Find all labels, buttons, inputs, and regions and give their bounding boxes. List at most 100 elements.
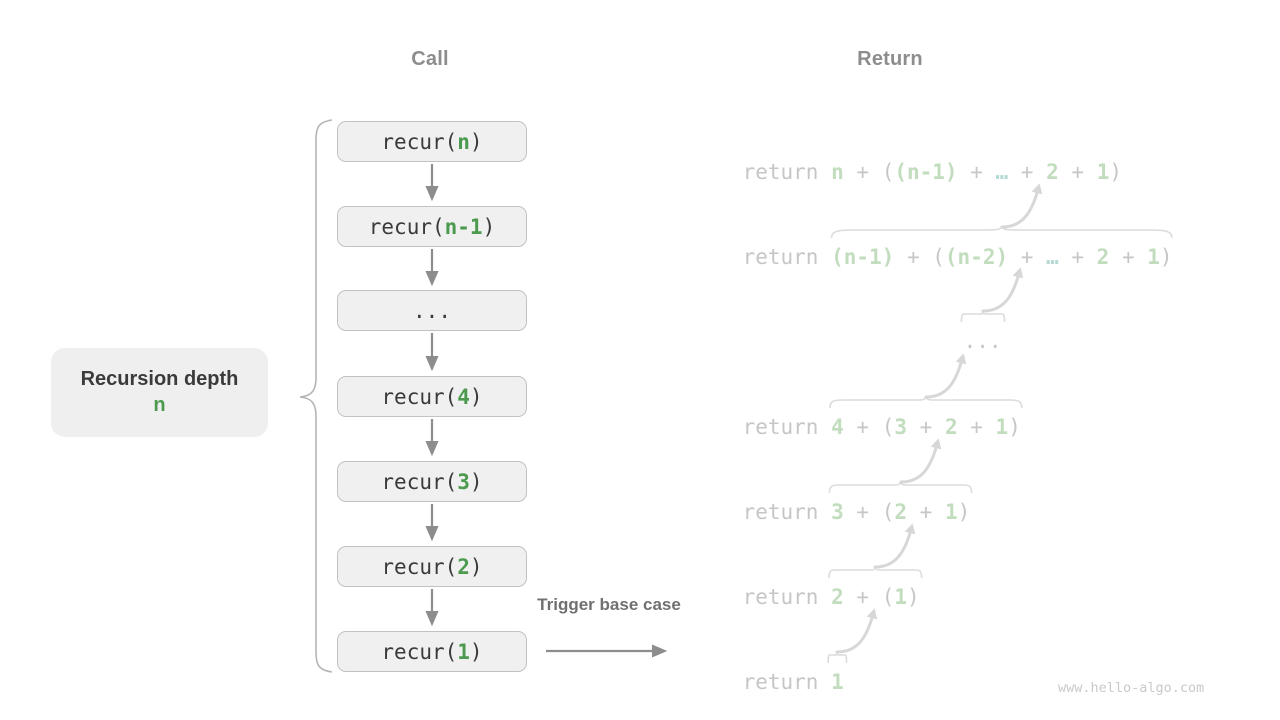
text-segment: n-1	[444, 214, 483, 239]
return-keyword: return	[742, 415, 832, 439]
text-segment: 2	[831, 585, 844, 609]
text-segment: )	[469, 129, 483, 154]
text-segment: +	[957, 160, 996, 184]
text-segment: )	[469, 639, 483, 664]
return-row-3: return 3 + (2 + 1)	[692, 438, 970, 524]
text-segment: 1	[831, 670, 844, 694]
text-segment: (	[881, 415, 895, 439]
call-box-recur-n-1: recur(n-1)	[337, 206, 527, 247]
return-arrow-icon	[835, 608, 878, 654]
text-segment: (n-1)	[831, 245, 895, 269]
text-segment: 2	[1096, 245, 1110, 269]
text-segment: )	[482, 214, 496, 239]
text-segment: )	[1109, 160, 1122, 184]
text-segment: +	[843, 160, 882, 184]
return-keyword: return	[742, 500, 832, 524]
text-segment: )	[469, 469, 483, 494]
return-expression: (n-1) + ((n-2) + … + 2 + 1)	[831, 183, 1173, 272]
return-row-1: return 1	[692, 608, 878, 694]
return-keyword: return	[742, 585, 832, 609]
call-box-recur-n: recur(n)	[337, 121, 527, 162]
text-segment: )	[957, 500, 971, 524]
text-segment: 4	[457, 384, 470, 409]
text-segment: 3	[894, 415, 907, 439]
text-segment: n	[457, 129, 470, 154]
text-segment: …	[1046, 245, 1059, 269]
text-segment: 2	[894, 500, 907, 524]
text-segment: 1	[457, 639, 470, 664]
text-segment: +	[843, 585, 882, 609]
recursion-depth-n: n	[153, 394, 166, 416]
call-box-recur-4: recur(4)	[337, 376, 527, 417]
text-segment: +	[957, 415, 996, 439]
return-column-header: Return	[857, 48, 923, 70]
return-arrow-icon	[873, 523, 916, 569]
text-segment: 2	[944, 415, 958, 439]
text-segment: +	[894, 245, 933, 269]
call-box-recur-1: recur(1)	[337, 631, 527, 672]
return-arrow-icon	[981, 267, 1023, 313]
text-segment: )	[469, 554, 483, 579]
text-segment: +	[1109, 245, 1148, 269]
return-expression: 3 + (2 + 1)	[831, 438, 971, 527]
return-keyword: return	[742, 245, 832, 269]
text-segment: 1	[944, 500, 958, 524]
text-segment: …	[995, 160, 1009, 184]
return-arrow-icon	[1000, 183, 1043, 229]
text-segment: +	[843, 500, 882, 524]
call-box-recur-3: recur(3)	[337, 461, 527, 502]
text-segment: recur(	[381, 554, 458, 579]
text-segment: (n-1)	[894, 160, 958, 184]
text-segment: )	[469, 384, 483, 409]
text-segment: +	[1058, 245, 1097, 269]
return-expression: 4 + (3 + 2 + 1)	[831, 353, 1021, 442]
return-expression: ...	[963, 267, 1023, 356]
return-expression: n + ((n-1) + … + 2 + 1)	[831, 157, 1122, 187]
text-segment: +	[1008, 160, 1047, 184]
text-segment: 2	[1046, 160, 1059, 184]
return-row-n: return n + ((n-1) + … + 2 + 1)	[692, 127, 1122, 184]
text-segment: (	[881, 500, 895, 524]
text-segment: +	[1058, 160, 1097, 184]
trigger-base-case-label: Trigger base case	[537, 595, 681, 614]
text-segment: +	[843, 415, 882, 439]
return-arrow-icon	[924, 353, 967, 399]
text-segment: (	[932, 245, 945, 269]
return-row-ellipsis: ...	[913, 267, 1023, 353]
text-segment: recur(	[381, 469, 458, 494]
return-row-n-1: return (n-1) + ((n-2) + … + 2 + 1)	[692, 183, 1173, 269]
text-segment: n	[831, 160, 844, 184]
text-segment: )	[907, 585, 920, 609]
text-segment: recur(	[381, 639, 458, 664]
text-segment: ...	[413, 298, 451, 323]
call-column-header: Call	[411, 48, 449, 70]
return-expression: 1	[831, 608, 878, 697]
text-segment: 1	[1147, 245, 1160, 269]
text-segment: )	[1159, 245, 1173, 269]
left-brace-icon	[299, 119, 333, 673]
text-segment: 4	[831, 415, 844, 439]
text-segment: +	[1008, 245, 1047, 269]
recursion-depth-text: Recursion depth	[80, 368, 239, 390]
text-segment: (	[881, 160, 895, 184]
text-segment: ...	[963, 329, 1002, 353]
return-arrow-icon	[899, 438, 941, 484]
text-segment: 1	[1096, 160, 1110, 184]
text-segment: (	[881, 585, 895, 609]
return-row-4: return 4 + (3 + 2 + 1)	[692, 353, 1021, 439]
text-segment: recur(	[381, 384, 458, 409]
return-row-2: return 2 + (1)	[692, 523, 920, 609]
call-box-ellipsis: ...	[337, 290, 527, 331]
text-segment: (n-2)	[944, 245, 1009, 269]
watermark: www.hello-algo.com	[1058, 680, 1205, 696]
text-segment: recur(	[381, 129, 458, 154]
text-segment: 3	[831, 500, 844, 524]
recursion-depth-label: Recursion depth n	[51, 348, 268, 437]
call-box-recur-2: recur(2)	[337, 546, 527, 587]
text-segment: 1	[894, 585, 907, 609]
return-keyword: return	[742, 160, 832, 184]
text-segment: 3	[457, 469, 470, 494]
text-segment: +	[907, 415, 945, 439]
text-segment: )	[1008, 415, 1021, 439]
text-segment: 2	[457, 554, 470, 579]
